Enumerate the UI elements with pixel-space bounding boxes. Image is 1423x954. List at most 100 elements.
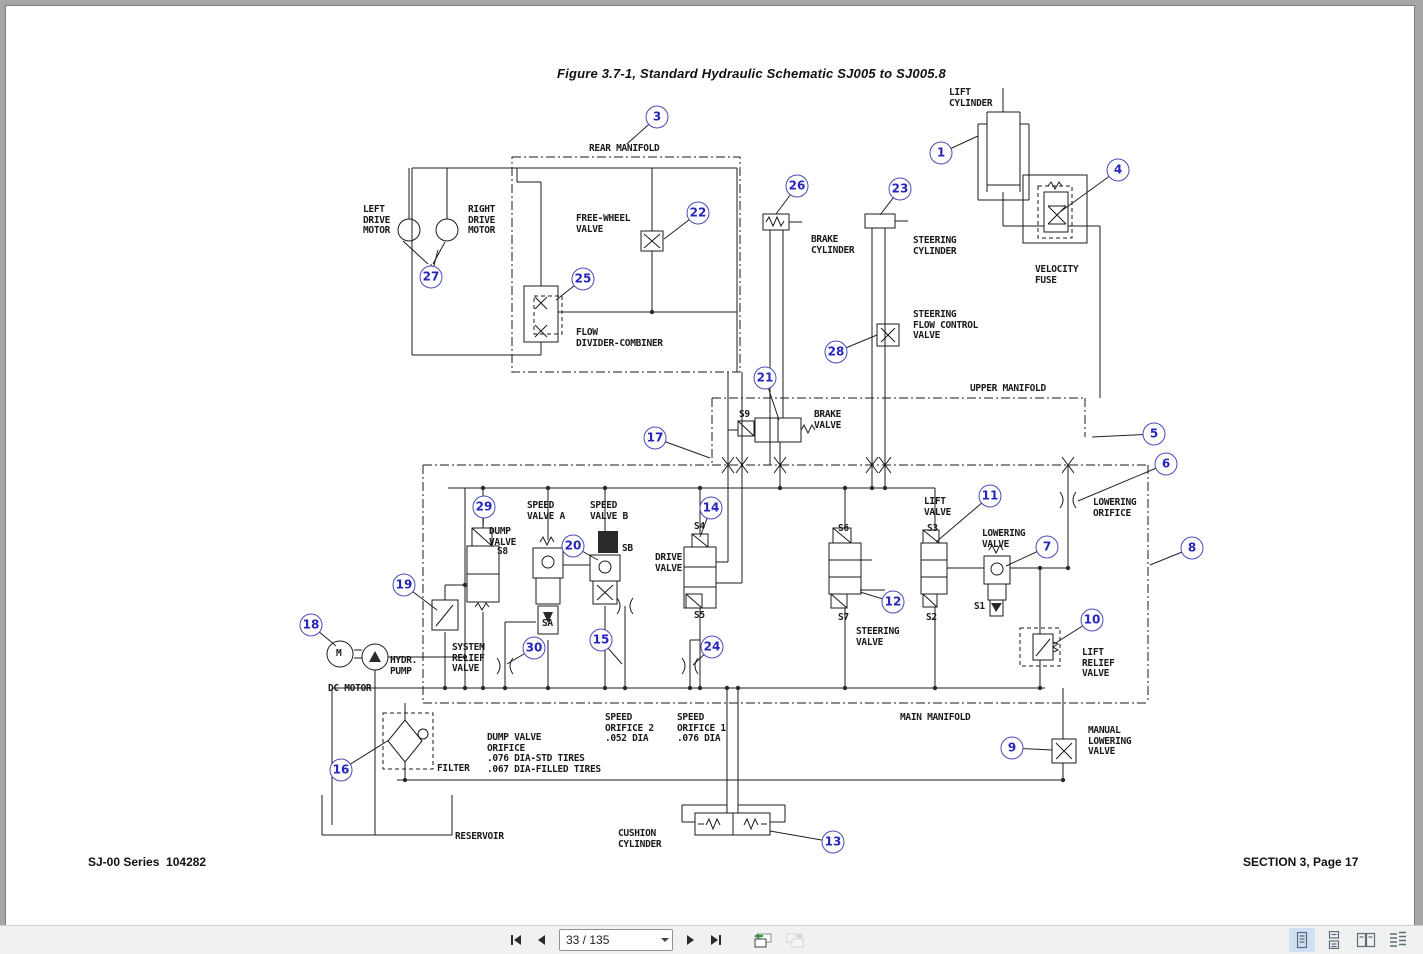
callout-11: 11 [978, 484, 1002, 508]
continuous-view-icon [1328, 931, 1340, 949]
label-lowering-valve: LOWERING VALVE [982, 528, 1026, 550]
next-view-button[interactable] [781, 930, 809, 951]
label-s7: S7 [838, 612, 849, 623]
label-s9: S9 [739, 409, 750, 420]
label-steering-flow-control-valve: STEERING FLOW CONTROL VALVE [913, 309, 979, 341]
label-s1: S1 [974, 601, 985, 612]
callout-18: 18 [299, 613, 323, 637]
label-drive-valve: DRIVE VALVE [655, 552, 683, 574]
page-number-input[interactable] [560, 933, 658, 947]
callout-29: 29 [472, 495, 496, 519]
callout-23: 23 [888, 177, 912, 201]
schematic-stage: Figure 3.7-1, Standard Hydraulic Schemat… [6, 6, 1414, 925]
callout-21: 21 [753, 366, 777, 390]
next-view-icon [786, 932, 804, 947]
label-motor-m: M [336, 648, 342, 659]
document-page: Figure 3.7-1, Standard Hydraulic Schemat… [5, 5, 1415, 926]
callout-30: 30 [522, 636, 546, 660]
single-page-view-icon [1296, 931, 1308, 949]
label-hydr-pump: HYDR. PUMP [390, 655, 418, 677]
callout-19: 19 [392, 573, 416, 597]
last-page-button[interactable] [705, 931, 727, 949]
callout-25: 25 [571, 267, 595, 291]
callout-3: 3 [645, 105, 669, 129]
label-reservoir: RESERVOIR [455, 831, 504, 842]
label-rear-manifold: REAR MANIFOLD [587, 143, 662, 155]
footer-left: SJ-00 Series 104282 [88, 855, 207, 869]
previous-page-icon [538, 935, 545, 945]
label-speed-valve-b: SPEED VALVE B [590, 500, 628, 522]
label-dump-valve-orifice: DUMP VALVE ORIFICE .076 DIA-STD TIRES .0… [487, 732, 601, 775]
callout-28: 28 [824, 340, 848, 364]
label-main-manifold: MAIN MANIFOLD [900, 712, 971, 723]
label-s4: S4 [694, 521, 705, 532]
label-left-drive-motor: LEFT DRIVE MOTOR [363, 204, 391, 236]
label-sa: SA [542, 618, 553, 629]
single-page-view-button[interactable] [1289, 928, 1315, 952]
page-navigation [505, 926, 809, 954]
label-filter: FILTER [437, 763, 470, 774]
callout-10: 10 [1080, 608, 1104, 632]
label-s6: S6 [838, 523, 849, 534]
label-s2: S2 [926, 612, 937, 623]
callout-15: 15 [589, 628, 613, 652]
page-dropdown-caret-icon[interactable] [658, 937, 672, 943]
label-s3: S3 [927, 523, 938, 534]
label-steering-cylinder: STEERING CYLINDER [913, 235, 957, 257]
label-velocity-fuse: VELOCITY FUSE [1035, 264, 1079, 286]
callout-24: 24 [700, 635, 724, 659]
label-flow-divider-combiner: FLOW DIVIDER-COMBINER [576, 327, 663, 349]
callout-7: 7 [1035, 535, 1059, 559]
continuous-facing-view-icon [1390, 931, 1406, 947]
label-s8: S8 [497, 546, 508, 557]
label-lift-valve: LIFT VALVE [924, 496, 952, 518]
first-page-button[interactable] [505, 931, 527, 949]
schematic-lines [310, 88, 1193, 843]
label-lowering-orifice: LOWERING ORIFICE [1093, 497, 1137, 519]
label-dump-valve: DUMP VALVE [489, 526, 517, 548]
callout-6: 6 [1154, 452, 1178, 476]
label-free-wheel-valve: FREE-WHEEL VALVE [576, 213, 631, 235]
previous-view-button[interactable] [749, 930, 777, 951]
callout-16: 16 [329, 758, 353, 782]
callout-17: 17 [643, 426, 667, 450]
next-page-button[interactable] [681, 931, 701, 949]
callout-5: 5 [1142, 422, 1166, 446]
callout-12: 12 [881, 590, 905, 614]
next-page-icon [687, 935, 694, 945]
label-right-drive-motor: RIGHT DRIVE MOTOR [468, 204, 496, 236]
label-brake-cylinder: BRAKE CYLINDER [811, 234, 855, 256]
callout-13: 13 [821, 830, 845, 854]
label-manual-lowering-valve: MANUAL LOWERING VALVE [1088, 725, 1132, 757]
footer-right: SECTION 3, Page 17 [1243, 855, 1359, 869]
callout-14: 14 [699, 496, 723, 520]
label-lift-cylinder: LIFT CYLINDER [949, 87, 993, 109]
facing-page-view-icon [1356, 932, 1376, 948]
previous-page-button[interactable] [531, 931, 551, 949]
callout-27: 27 [419, 265, 443, 289]
facing-page-view-button[interactable] [1353, 928, 1379, 952]
callout-1: 1 [929, 141, 953, 165]
last-page-icon [711, 935, 721, 945]
continuous-facing-view-button[interactable] [1385, 928, 1411, 952]
previous-view-icon [754, 932, 772, 947]
first-page-icon [511, 935, 521, 945]
continuous-view-button[interactable] [1321, 928, 1347, 952]
label-speed-orifice-2: SPEED ORIFICE 2 .052 DIA [605, 712, 654, 744]
label-speed-valve-a: SPEED VALVE A [527, 500, 565, 522]
label-system-relief-valve: SYSTEM RELIEF VALVE [452, 642, 485, 674]
callout-4: 4 [1106, 158, 1130, 182]
label-steering-valve: STEERING VALVE [856, 626, 900, 648]
callout-8: 8 [1180, 536, 1204, 560]
callout-22: 22 [686, 201, 710, 225]
callout-9: 9 [1000, 736, 1024, 760]
page-number-combobox[interactable] [559, 929, 673, 951]
viewer-toolbar [0, 925, 1423, 954]
callout-20: 20 [561, 534, 585, 558]
label-dc-motor: DC MOTOR [328, 683, 372, 694]
figure-title: Figure 3.7-1, Standard Hydraulic Schemat… [557, 66, 946, 81]
page-layout-controls [1289, 928, 1411, 952]
label-speed-orifice-1: SPEED ORIFICE 1 .076 DIA [677, 712, 726, 744]
label-lift-relief-valve: LIFT RELIEF VALVE [1082, 647, 1115, 679]
